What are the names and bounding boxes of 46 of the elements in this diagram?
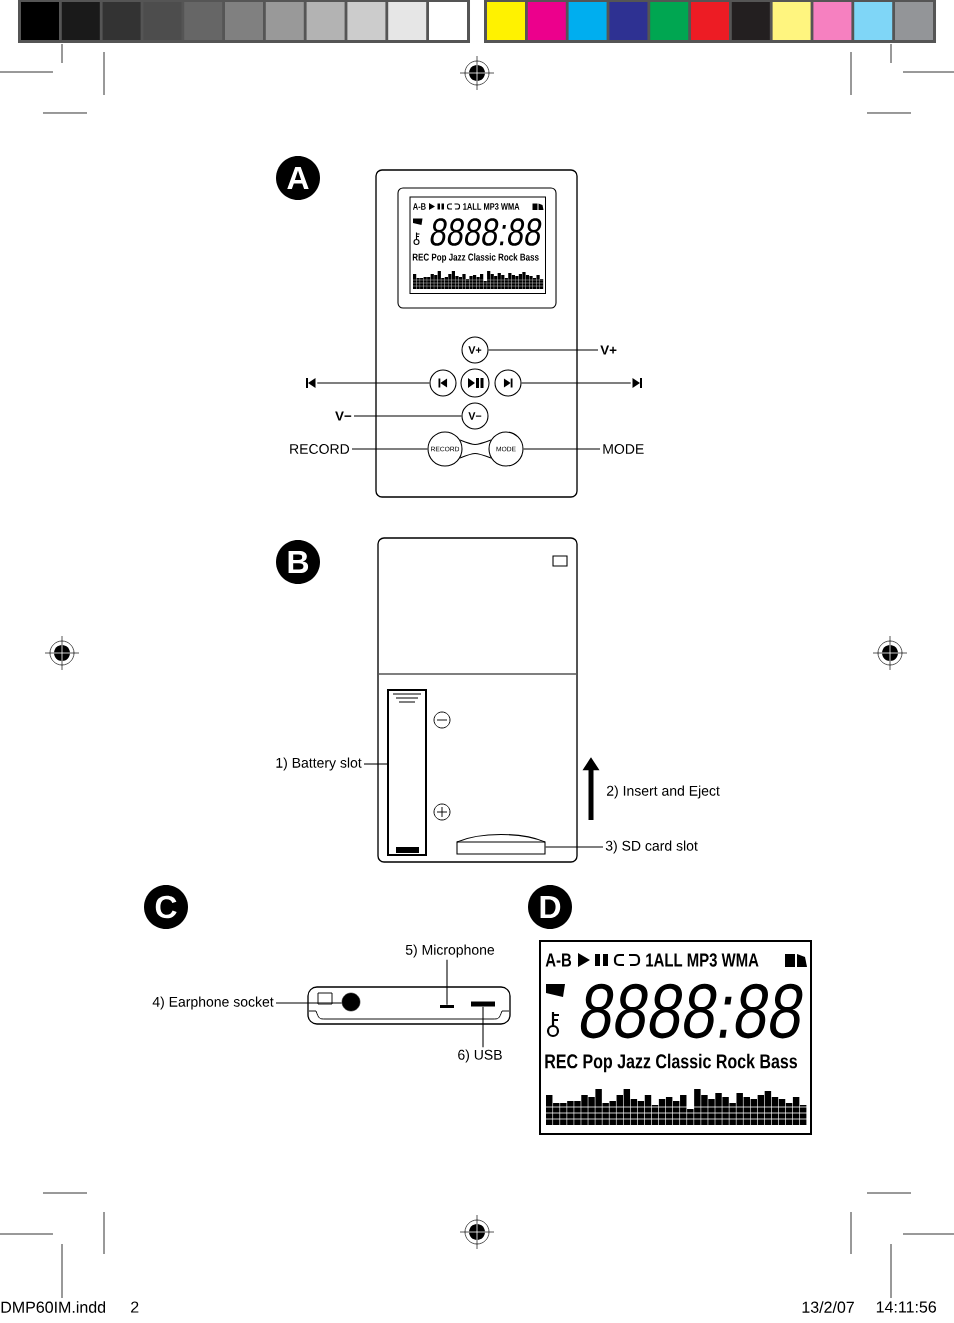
panel-badge: D (528, 885, 572, 929)
leader-line (363, 763, 388, 765)
callout-label: 2) Insert and Eject (607, 785, 720, 799)
leader-line (275, 1002, 343, 1004)
next-icon (632, 378, 642, 388)
button (429, 369, 457, 397)
button: V+ (461, 336, 489, 364)
button-label: RECORD (290, 444, 350, 454)
button-label: MODE (603, 444, 644, 454)
button: V− (461, 402, 489, 430)
leader-line (523, 448, 601, 450)
callout-label: 4) Earphone socket (152, 996, 274, 1010)
slug-text: 14:11:56 (876, 1301, 937, 1313)
card-slot (456, 833, 546, 855)
player-bottom (307, 986, 511, 1025)
panel-badge: A (276, 156, 320, 200)
leader-line (488, 349, 599, 351)
earphone-socket (341, 992, 361, 1012)
player-back (377, 537, 578, 863)
callout-label: 1) Battery slot (276, 757, 362, 771)
leader-line (353, 415, 462, 417)
usb-port (471, 1001, 495, 1007)
leader-line (446, 959, 448, 1006)
button (460, 368, 490, 398)
callout-label: 5) Microphone (405, 944, 495, 958)
battery-compartment (387, 689, 427, 856)
button-label: V+ (600, 345, 617, 355)
leader-line (351, 448, 428, 450)
callout-label: 6) USB (458, 1049, 502, 1063)
slug-text: 13/2/07 (802, 1301, 854, 1313)
leader-line (545, 846, 604, 848)
callout-label: 3) SD card slot (605, 840, 698, 854)
panel-badge: C (144, 885, 188, 929)
player-front (375, 169, 578, 498)
leader-line (316, 382, 430, 384)
leader-line (482, 1006, 484, 1048)
microphone-hole (440, 1005, 454, 1008)
button-label: V− (335, 411, 352, 421)
slug-text: 2 (131, 1301, 139, 1313)
button (494, 369, 522, 397)
slug-text: DMP60IM.indd (1, 1301, 106, 1313)
leader-line (521, 382, 632, 384)
previous-icon (306, 378, 316, 388)
lcd-screen: A-B 1ALL MP3 WMA 8888:88 REC Pop Jazz Classic Rock Bass (409, 196, 546, 294)
lcd-screen: A-B 1ALL MP3 WMA 8888:88 REC Pop Jazz Classic Rock Bass (539, 940, 812, 1135)
panel-badge: B (276, 540, 320, 584)
